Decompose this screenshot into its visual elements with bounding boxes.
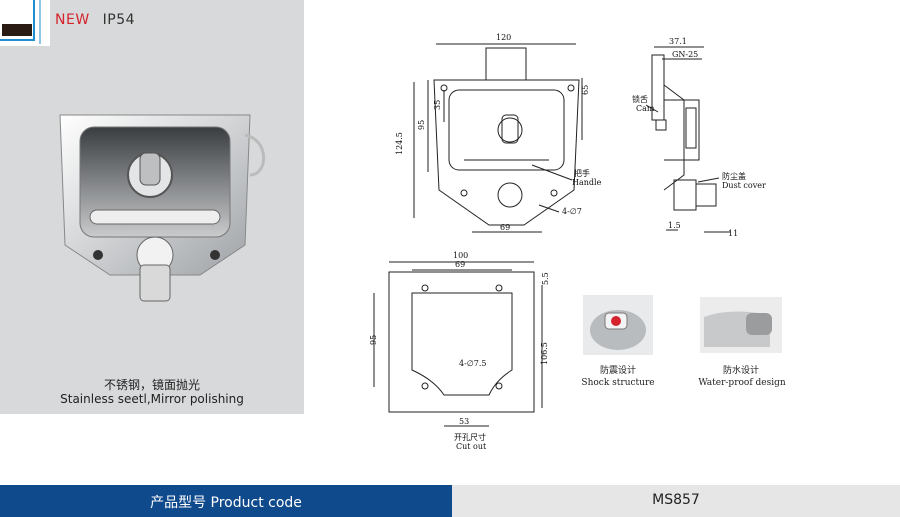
cutout-dim-inner: 69 (455, 260, 465, 269)
front-holes-label: 4-∅7 (562, 207, 582, 216)
front-dim-bottom: 69 (500, 223, 510, 232)
new-badge: NEW (55, 12, 90, 28)
product-photo (59, 114, 266, 302)
cutout-dim-bottom: 53 (459, 417, 469, 426)
ip-rating: IP54 (102, 12, 136, 28)
cutout-title-en: Cut out (456, 442, 487, 451)
badge: NEW IP54 (55, 12, 135, 28)
handle-label-en: Handle (572, 178, 602, 187)
front-view (413, 43, 583, 233)
material-caption-en: Stainless seetl,Mirror polishing (60, 392, 244, 406)
waterproof-label-cn: 防水设计 (722, 366, 759, 376)
cam-label-cn: 锁舌 (632, 94, 648, 104)
dust-cover-label-cn: 防尘盖 (722, 171, 746, 181)
cutout-holes-label: 4-∅7.5 (459, 359, 486, 368)
shock-structure-photo (583, 295, 653, 355)
material-caption-cn: 不锈钢，镜面抛光 (103, 378, 200, 392)
front-dim-right-top: 65 (581, 85, 590, 95)
brand-corner-logo (0, 0, 50, 46)
shock-structure-label-cn: 防震设计 (599, 366, 636, 376)
product-code-value-bar: MS857 (452, 485, 900, 517)
dust-cover-label-en: Dust cover (722, 181, 766, 190)
front-dim-handle-top: 35 (433, 100, 442, 110)
product-code-value: MS857 (652, 492, 700, 508)
waterproof-label-en: Water-proof design (698, 378, 786, 388)
side-dim-bottom1: 1.5 (668, 221, 681, 230)
cutout-dim-side: 5.5 (541, 272, 550, 285)
front-dim-height-total: 124.5 (395, 132, 404, 155)
front-dim-height-body: 95 (417, 120, 426, 130)
product-code-label: 产品型号 Product code (150, 495, 302, 511)
cutout-title-cn: 开孔尺寸 (454, 432, 486, 442)
shock-structure-label-en: Shock structure (581, 378, 655, 388)
cutout-view (373, 261, 543, 427)
side-dim-bottom2: 11 (728, 229, 738, 238)
technical-drawings: 120 124.5 95 35 65 69 把手 Handle 4-∅7 37.… (369, 33, 766, 451)
product-code-label-bar: 产品型号 Product code (0, 485, 452, 517)
cutout-dim-width: 100 (453, 251, 468, 260)
side-view (645, 46, 730, 233)
side-dim-top1: 37.1 (669, 37, 687, 46)
product-photo-panel: NEW IP54 不锈钢，镜面抛光 Stainless seetl,Mirror… (0, 0, 304, 414)
cutout-dim-height-left: 95 (369, 335, 378, 345)
cutout-dim-height-right: 106.5 (540, 342, 549, 365)
side-dim-top2: GN-25 (672, 50, 698, 59)
waterproof-design-photo (700, 297, 782, 353)
handle-label-cn: 把手 (574, 168, 590, 178)
front-dim-width: 120 (496, 33, 511, 42)
cam-label-en: Cam (636, 104, 655, 113)
